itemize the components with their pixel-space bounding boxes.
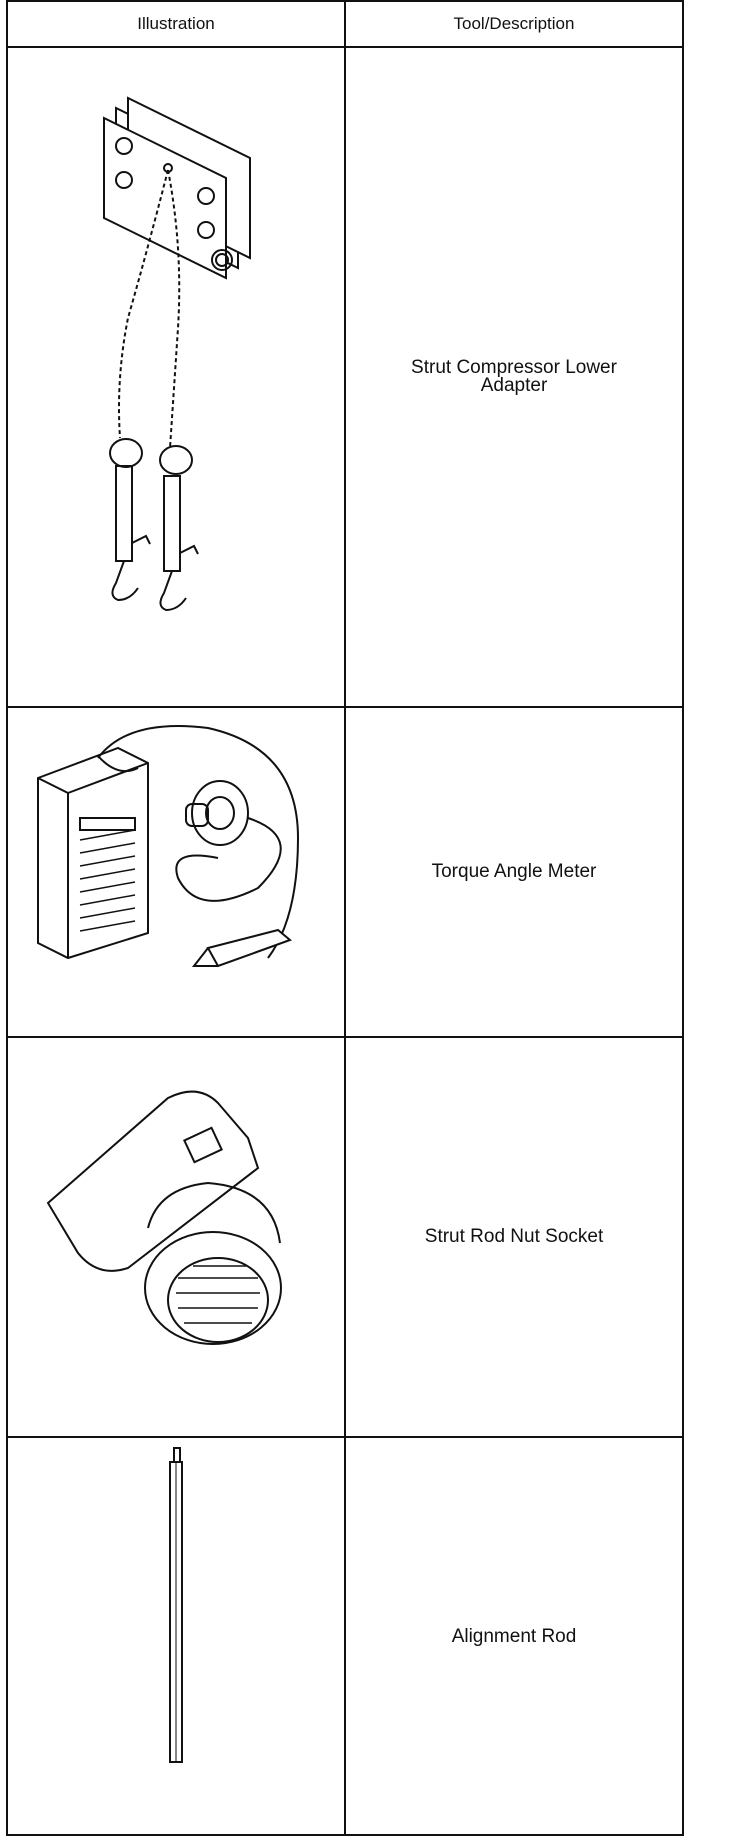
header-divider: [8, 46, 682, 48]
tools-table: Illustration Tool/Description: [6, 0, 684, 1836]
table-row-1-description: Strut Compressor Lower Adapter: [346, 48, 682, 706]
row-divider: [8, 1036, 682, 1038]
tool-name: Strut Compressor Lower Adapter: [411, 357, 617, 396]
table-row-2-description: Torque Angle Meter: [346, 708, 682, 1036]
column-divider: [344, 2, 346, 1834]
tool-name: Strut Rod Nut Socket: [424, 1226, 604, 1247]
row-divider: [8, 706, 682, 708]
table-row-1-illustration: [8, 48, 344, 706]
row-divider: [8, 1436, 682, 1438]
table-row-3-illustration: [8, 1038, 344, 1436]
header-illustration: Illustration: [137, 14, 215, 33]
alignment-rod-icon: [169, 1447, 183, 1763]
header-tool-description: Tool/Description: [453, 14, 575, 33]
strut-compressor-lower-adapter-icon: [103, 96, 251, 612]
tool-name: Torque Angle Meter: [431, 861, 597, 882]
table-row-4-description: Alignment Rod: [346, 1438, 682, 1836]
table-row-3-description: Strut Rod Nut Socket: [346, 1038, 682, 1436]
strut-rod-nut-socket-icon: [46, 1090, 282, 1345]
torque-angle-meter-icon: [37, 725, 300, 968]
table-row-2-illustration: [8, 708, 344, 1036]
table-row-4-illustration: [8, 1438, 344, 1836]
tool-name: Alignment Rod: [451, 1626, 577, 1647]
